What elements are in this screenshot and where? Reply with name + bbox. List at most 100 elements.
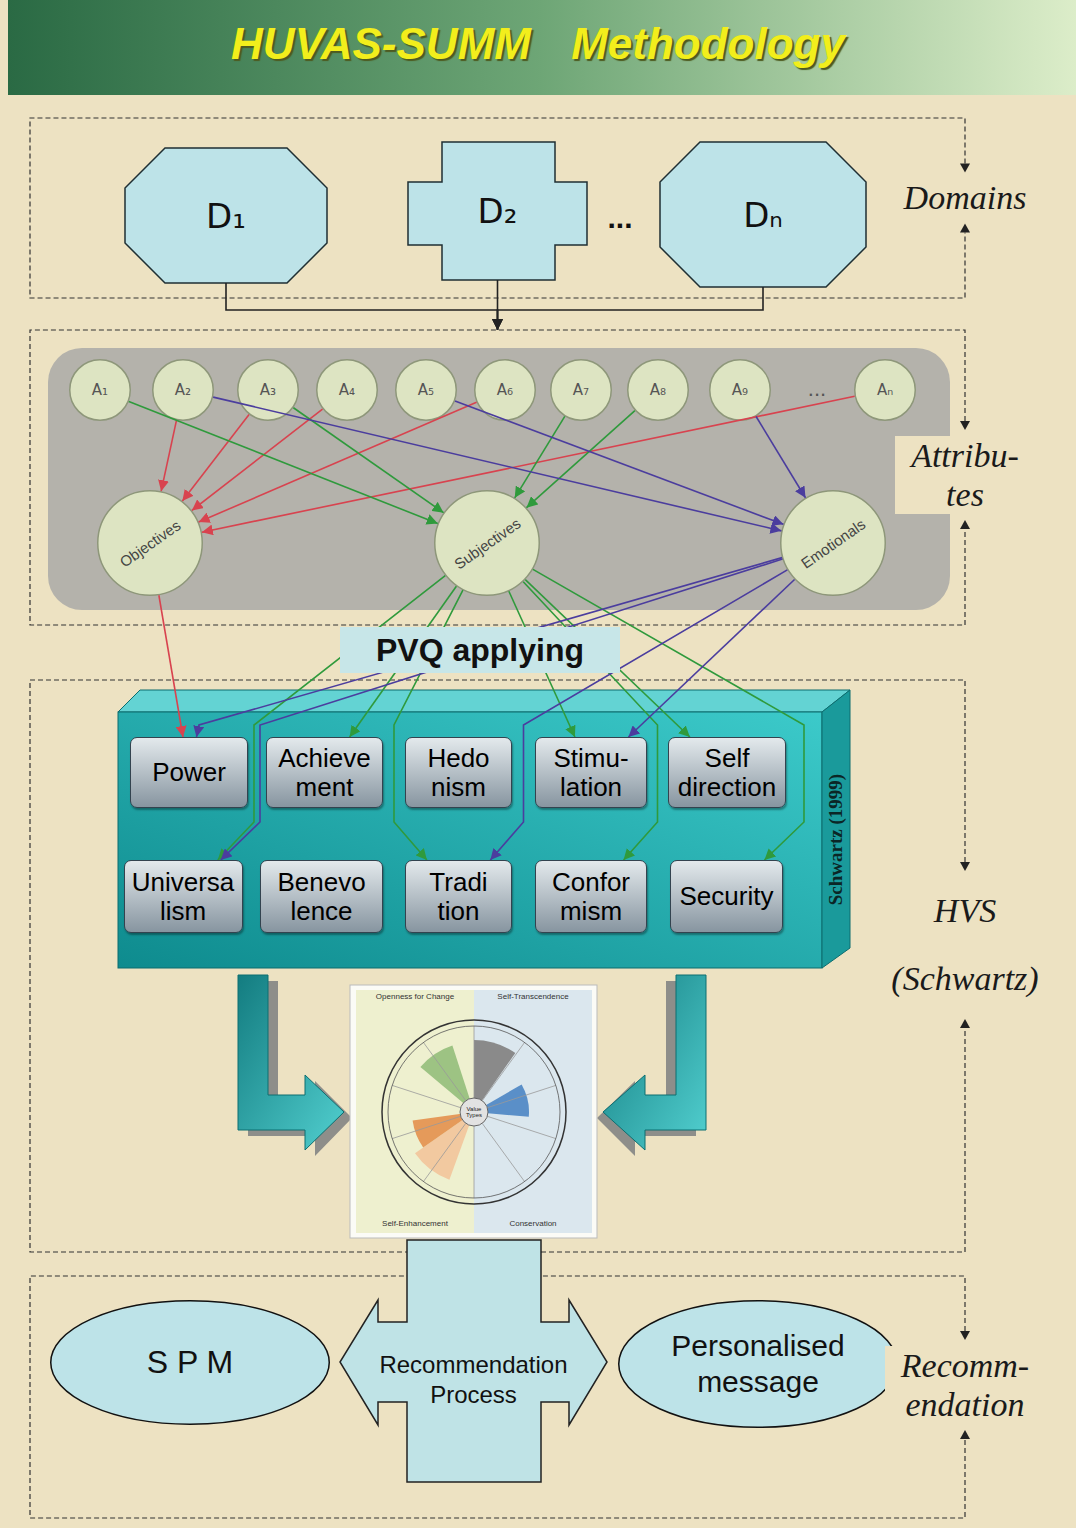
node-label: HVS (Schwartz): [870, 877, 1060, 1013]
dashed-frame: [30, 330, 965, 625]
label-holder: Value Types: [459, 1106, 489, 1118]
spoke: [482, 1042, 524, 1100]
node-label: Tradi tion: [409, 868, 508, 925]
wheel-wedge: [474, 1085, 529, 1117]
label-text: Self-Enhancement: [356, 1220, 474, 1229]
node-label: Security: [674, 882, 779, 911]
node-label: Hedo nism: [409, 744, 508, 801]
label-text: ...: [592, 203, 648, 233]
wheel-half: [474, 990, 592, 1233]
box-front: [118, 712, 822, 968]
connector: [293, 408, 443, 513]
dashed-frame: [30, 1276, 965, 1518]
wheel-wedge: [413, 1112, 474, 1148]
value-box: Security: [670, 860, 783, 933]
node-label: Recomm- endation: [885, 1346, 1045, 1424]
node-label: Achieve ment: [270, 744, 379, 801]
box-top: [118, 690, 850, 712]
ellipse-outline: [619, 1301, 898, 1428]
node-label: Universa lism: [128, 868, 239, 925]
section-band: D₁D₂DₙDomains: [30, 118, 965, 298]
node-label: A₁: [69, 381, 131, 399]
octagon-outline: [125, 148, 327, 283]
value-box: Power: [130, 737, 248, 808]
spoke: [474, 1126, 475, 1198]
wheel-wedge: [415, 1112, 474, 1180]
attribute-circle: A₇: [550, 359, 612, 421]
attribute-circle: A₁: [69, 359, 131, 421]
frame-arrowhead: [960, 1430, 970, 1439]
process-arrow-shape: Recommendation Process: [340, 1240, 607, 1482]
section-band: Power Achieve ment Hedo nism Stimu- lationS…: [30, 680, 965, 1252]
connector: [192, 409, 323, 510]
circle-outline: [317, 360, 378, 421]
connector: [526, 411, 634, 508]
connector: [221, 559, 783, 860]
attribute-circle: Aₙ: [854, 359, 916, 421]
section-band: S P MRecommendation ProcessPersonalised …: [30, 1276, 965, 1518]
attribute-circle: A₃: [237, 359, 299, 421]
label-holder: Self-Transcendence: [474, 993, 592, 1002]
connector: [199, 402, 477, 522]
node-label: A₈: [627, 381, 689, 399]
node-label: Aₙ: [854, 381, 916, 399]
node-label: A₅: [395, 381, 457, 399]
connector: [159, 595, 183, 737]
node-label: Subjectives: [451, 514, 524, 572]
connector: [196, 558, 782, 737]
attribute-circle: A₉: [709, 359, 771, 421]
box-side: [822, 690, 850, 968]
dashed-frame: [30, 680, 965, 1252]
attribute-circle: A₄: [316, 359, 378, 421]
node-label: A₆: [474, 381, 536, 399]
wheel-wedge: [420, 1045, 474, 1112]
connector: [756, 416, 805, 497]
connector: [628, 579, 794, 737]
frame-arrowhead: [960, 1331, 970, 1340]
value-box: Hedo nism: [405, 737, 512, 808]
arrow-shadow: [248, 981, 352, 1156]
label-text: ...: [794, 378, 840, 400]
spoke: [423, 1042, 465, 1100]
connector: [182, 415, 249, 501]
attribute-circle: A₂: [152, 359, 214, 421]
node-label: Stimu- lation: [539, 744, 643, 801]
double-arrow-outline: [340, 1240, 607, 1482]
wheel-ring: [388, 1026, 560, 1198]
wheel-frame: [350, 985, 597, 1238]
connector: [161, 420, 176, 491]
domain-octagon: Dₙ: [660, 142, 866, 287]
spoke: [474, 1026, 475, 1098]
circle-outline: [551, 360, 612, 421]
circle-outline: [628, 360, 689, 421]
node-label: A₃: [237, 381, 299, 399]
circle-outline: [710, 360, 771, 421]
node-shape: [30, 330, 965, 625]
value-box: Stimu- lation: [535, 737, 647, 808]
spoke: [392, 1116, 461, 1138]
merge-arrow: [603, 975, 706, 1150]
node-label: S P M: [50, 1343, 330, 1381]
spoke: [482, 1123, 524, 1181]
wheel-half: [356, 990, 474, 1233]
title-holder: HUVAS-SUMM Methodology: [0, 18, 1076, 71]
spoke: [487, 1085, 556, 1107]
node-label: Dₙ: [660, 195, 866, 235]
label-holder: PVQ applying: [340, 627, 620, 673]
connector: [533, 569, 804, 860]
connector: [490, 570, 787, 860]
attribute-circle: Emotionals: [780, 490, 886, 596]
node-label: A₄: [316, 381, 378, 399]
connector: [523, 582, 657, 860]
spoke: [423, 1123, 465, 1181]
spoke: [392, 1085, 461, 1107]
label-holder: Conservation: [474, 1220, 592, 1229]
node-label: A₂: [152, 381, 214, 399]
label-holder: ...: [794, 378, 840, 400]
attribute-circle: Subjectives: [434, 490, 540, 596]
label-text: PVQ applying: [340, 627, 620, 673]
label-text: Self-Transcendence: [474, 993, 592, 1002]
attribute-circle: A₅: [395, 359, 457, 421]
circle-outline: [396, 360, 457, 421]
